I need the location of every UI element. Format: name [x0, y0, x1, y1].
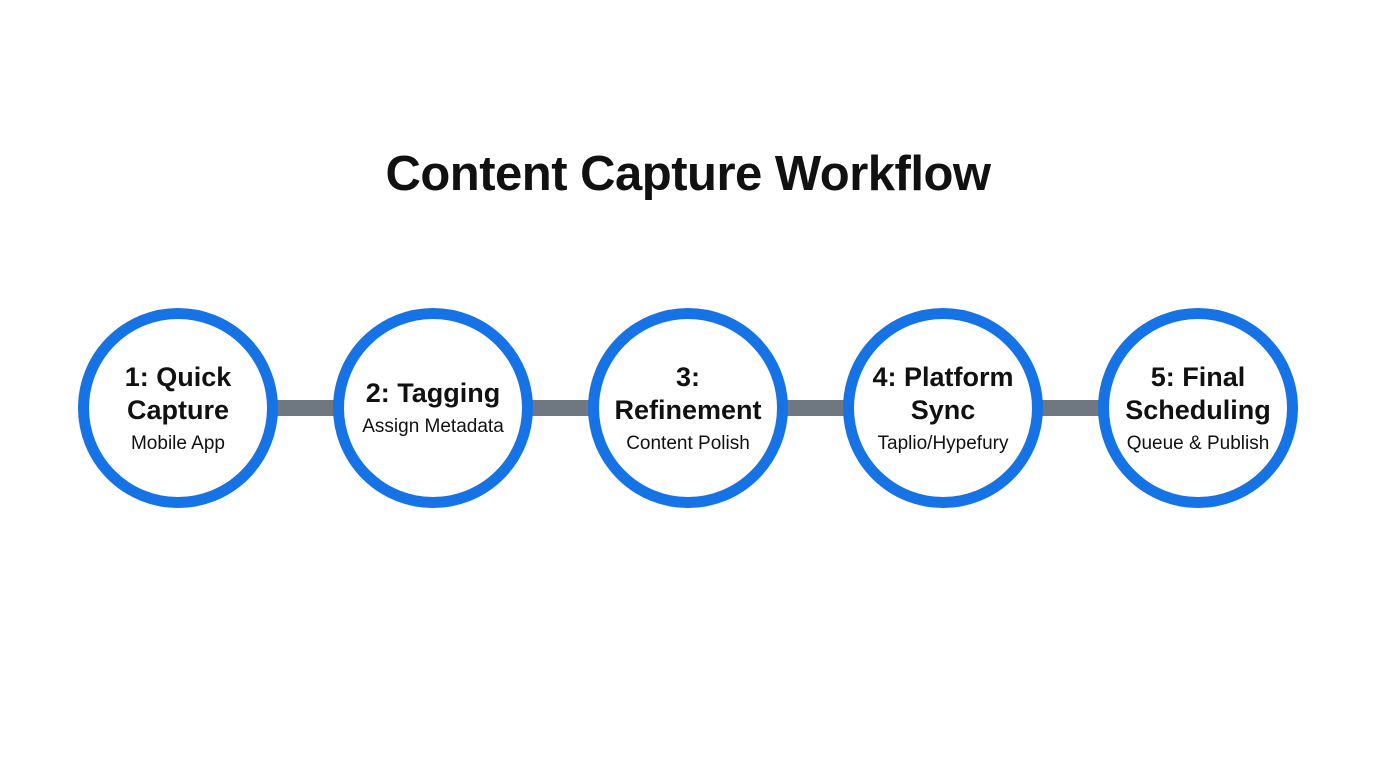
step-circle-platform-sync: 4: Platform Sync Taplio/Hypefury	[843, 308, 1043, 508]
step-sublabel: Taplio/Hypefury	[877, 432, 1009, 454]
step-circle-final-scheduling: 5: Final Scheduling Queue & Publish	[1098, 308, 1298, 508]
connector-line	[784, 400, 847, 416]
step-label: 4: Platform Sync	[872, 361, 1014, 425]
connector-line	[529, 400, 592, 416]
step-sublabel: Assign Metadata	[362, 416, 504, 438]
step-label: 2: Tagging	[365, 378, 501, 409]
step-sublabel: Content Polish	[626, 432, 750, 454]
connector-line	[274, 400, 337, 416]
workflow-steps-row: 1: Quick Capture Mobile App 2: Tagging A…	[0, 308, 1376, 508]
connector-line	[1039, 400, 1102, 416]
diagram-title: Content Capture Workflow	[385, 147, 991, 201]
step-label: 1: Quick Capture	[124, 361, 232, 425]
step-sublabel: Mobile App	[130, 432, 225, 454]
step-circle-tagging: 2: Tagging Assign Metadata	[333, 308, 533, 508]
step-label: 5: Final Scheduling	[1125, 361, 1271, 425]
step-sublabel: Queue & Publish	[1126, 432, 1270, 454]
step-label: 3: Refinement	[614, 361, 762, 425]
step-circle-quick-capture: 1: Quick Capture Mobile App	[78, 308, 278, 508]
step-circle-refinement: 3: Refinement Content Polish	[588, 308, 788, 508]
